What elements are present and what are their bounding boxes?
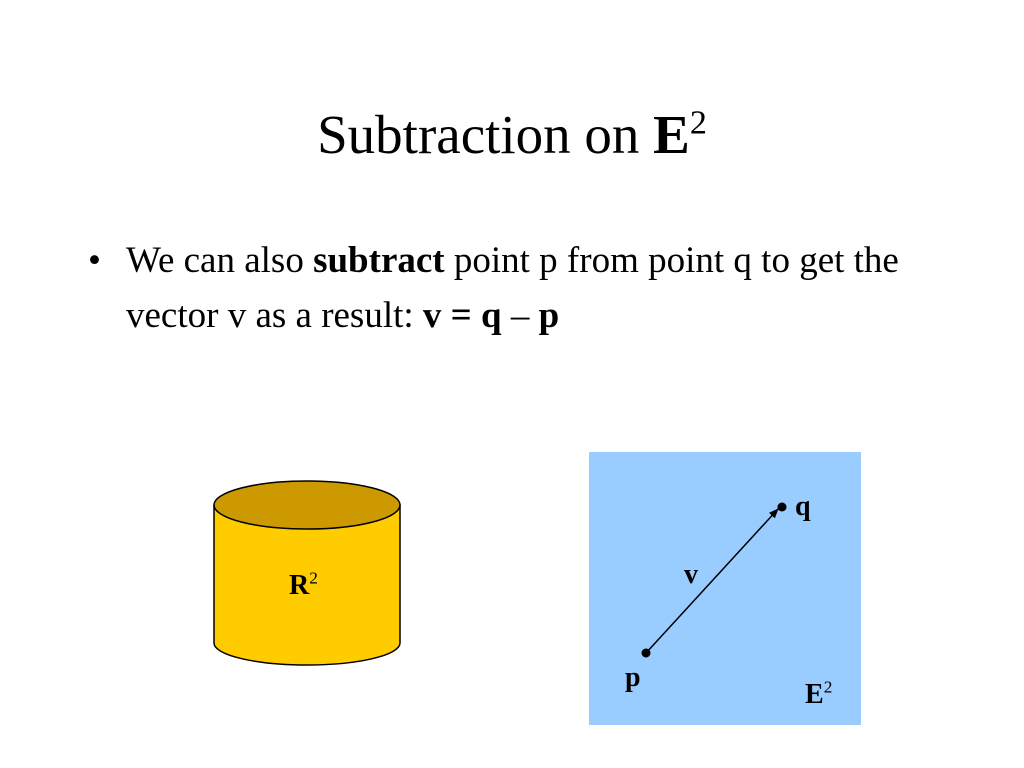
equation-q: q [481,295,502,336]
vector-v-arrow [645,508,779,654]
equation-minus: – [501,295,539,336]
plane-space-label-superscript: 2 [823,677,833,697]
cylinder-label: R2 [289,568,318,601]
title-text: Subtraction on [317,104,654,165]
vector-v-label: v [684,559,698,590]
equation-v: v [422,295,442,336]
bullet-item: • We can also subtract point p from point… [88,233,938,343]
cylinder-label-text: R [289,570,310,601]
slide-title: Subtraction on E2 [0,100,1024,170]
point-q-label: q [795,491,811,522]
bullet-bold-word: subtract [313,240,445,281]
title-superscript: 2 [689,104,707,142]
bullet-list: • We can also subtract point p from point… [88,233,938,343]
cylinder-top [213,480,401,530]
plane-space-label-text: E [805,679,824,710]
plane-space-label: E2 [805,677,833,710]
bullet-text-before: We can also [126,240,314,281]
cylinder-shape [213,480,401,666]
point-p [641,648,651,658]
title-symbol: E [653,104,690,165]
cylinder-label-superscript: 2 [309,568,318,588]
equation-equals: = [441,295,482,336]
plane-background [589,452,861,725]
point-q [777,502,787,512]
bullet-marker: • [88,240,101,281]
point-p-label: p [625,662,641,693]
cylinder-body [213,504,401,666]
equation-p: p [538,295,560,336]
bullet-text-middle: point p from point q to get the vector v… [126,240,899,336]
